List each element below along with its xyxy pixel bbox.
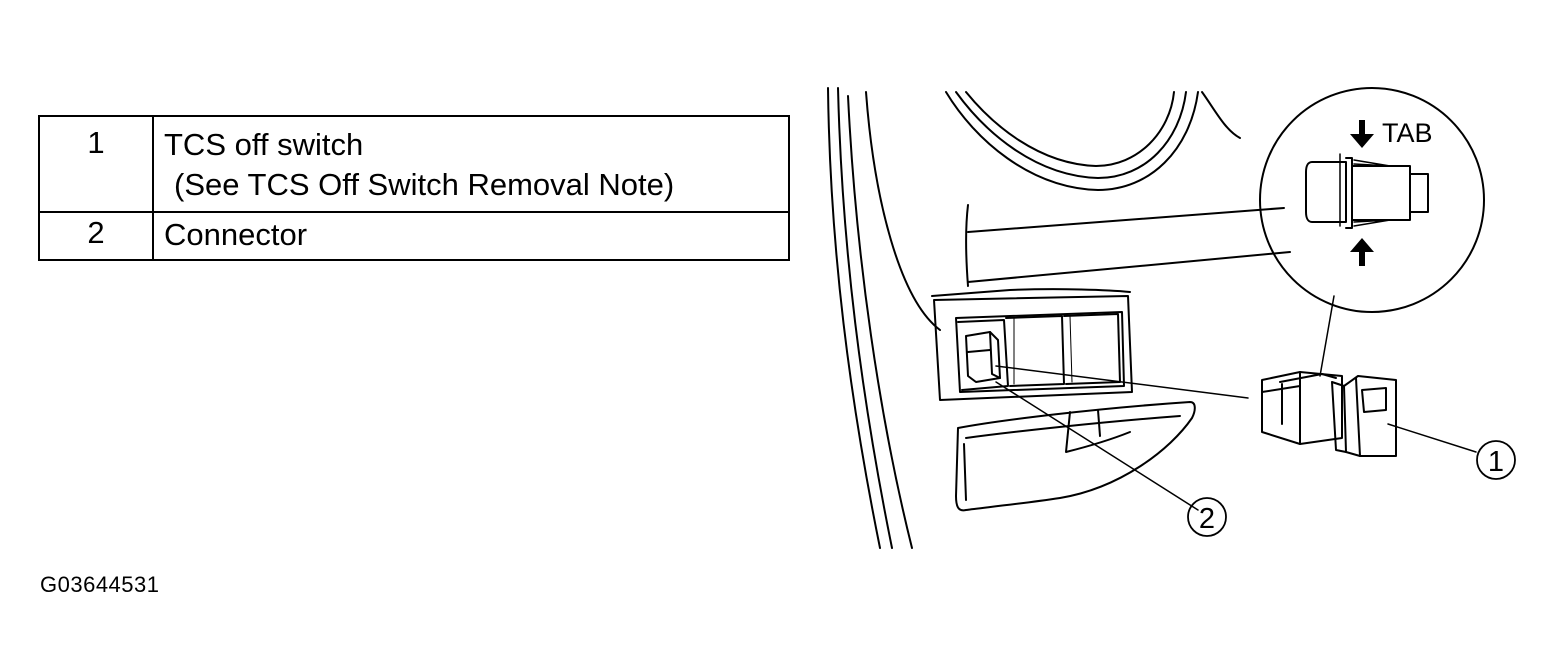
legend-table: 1 TCS off switch (See TCS Off Switch Rem…: [38, 115, 790, 261]
connector: [965, 331, 1001, 383]
tab-arrow-down-icon: [1350, 120, 1374, 148]
lower-pocket: [955, 401, 1196, 512]
switch-panel: [933, 295, 1133, 401]
legend-row: 1 TCS off switch (See TCS Off Switch Rem…: [38, 115, 790, 213]
callout-1: 1: [1476, 440, 1516, 480]
dash-edge-lines: [827, 87, 941, 549]
legend-text: TCS off switch: [164, 127, 364, 162]
callout-1-number: 1: [1488, 446, 1504, 478]
leader-lines: [995, 295, 1477, 511]
instrument-cluster-hood: [945, 91, 1241, 191]
tab-arrow-up-icon: [1350, 238, 1374, 266]
legend-number: 2: [38, 211, 154, 261]
legend-description: TCS off switch (See TCS Off Switch Remov…: [152, 115, 790, 213]
legend-description: Connector: [152, 211, 790, 261]
tcs-off-switch: [1261, 371, 1397, 457]
figure-id: G03644531: [40, 572, 160, 597]
dashboard-trim: [931, 204, 1291, 297]
legend-text: Connector: [164, 217, 308, 252]
legend-note: (See TCS Off Switch Removal Note): [174, 167, 675, 202]
tab-label: TAB: [1382, 118, 1433, 148]
legend-row: 2 Connector: [38, 211, 790, 261]
callout-2-number: 2: [1199, 503, 1215, 535]
callout-2: 2: [1187, 497, 1227, 537]
legend-number: 1: [38, 115, 154, 213]
detail-circle: [1259, 87, 1485, 313]
